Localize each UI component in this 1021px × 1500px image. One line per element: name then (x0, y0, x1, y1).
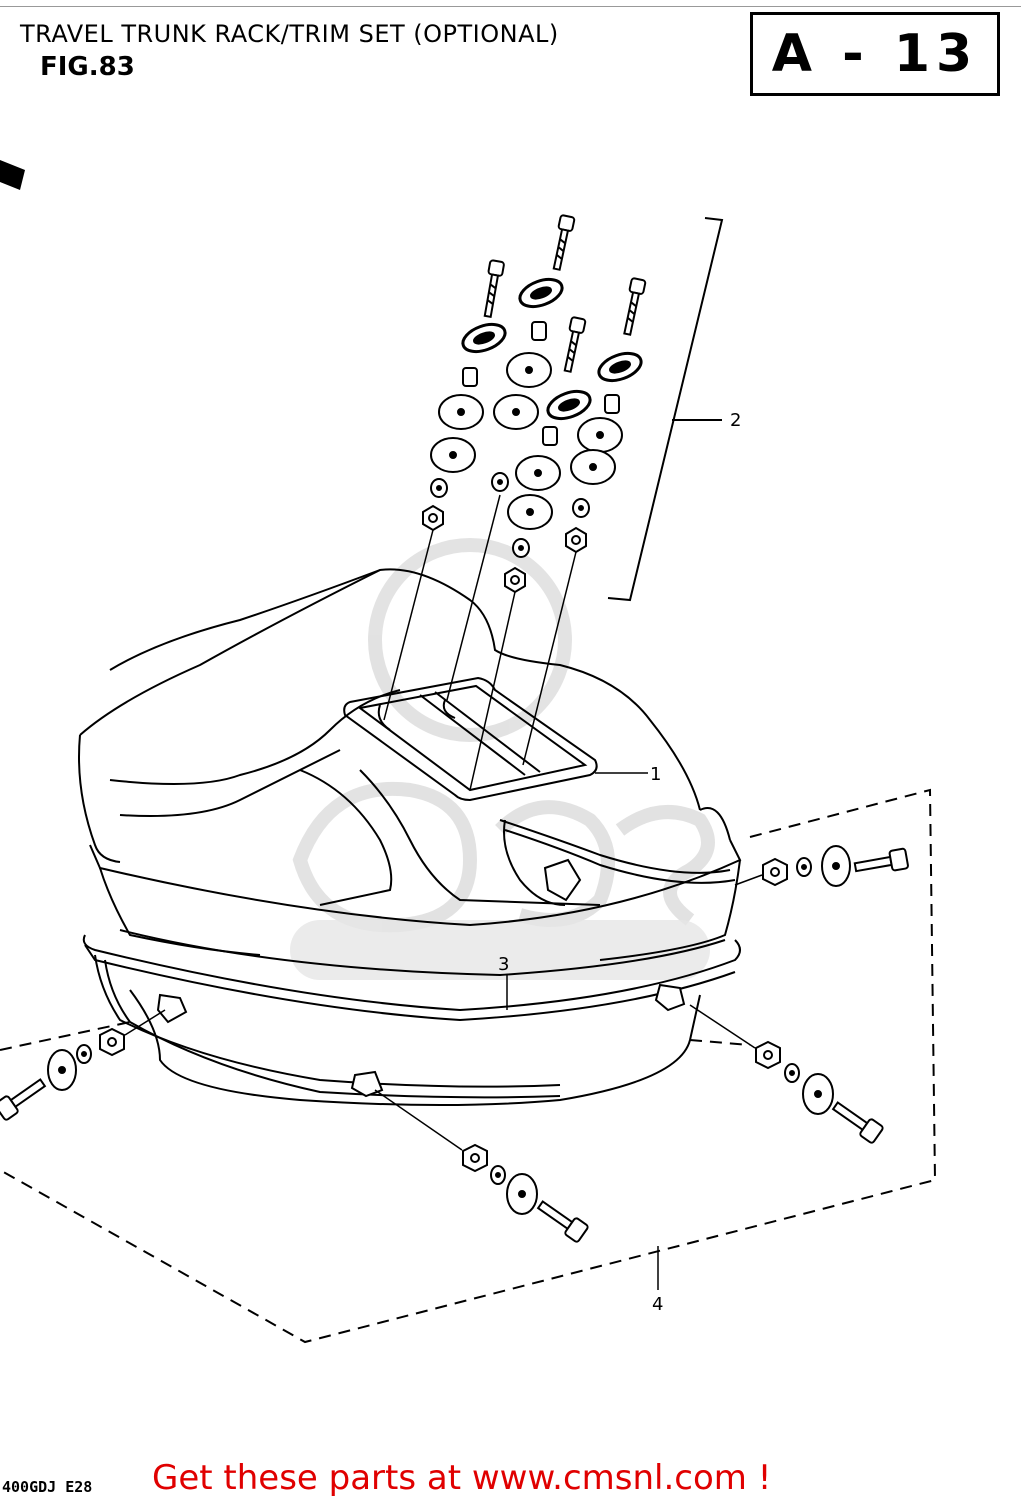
trunk-rack (343, 676, 598, 802)
bottom-fasteners (462, 1143, 589, 1243)
collars (462, 321, 620, 446)
hardware-leaders (383, 494, 577, 791)
figure-label: FIG.83 (40, 52, 135, 82)
right-fasteners (755, 845, 909, 1144)
left-fasteners (0, 1027, 125, 1121)
cmsnl-link[interactable]: Get these parts at www.cmsnl.com ! (152, 1458, 772, 1498)
right-leaders (689, 874, 763, 1049)
page-code-box: A - 13 (750, 12, 1000, 96)
callout-2: 2 (730, 410, 742, 431)
dashed-outline (0, 788, 937, 1344)
edge-mark (0, 160, 25, 190)
callout-1: 1 (650, 764, 662, 785)
travel-trunk (78, 568, 742, 1106)
washers (430, 352, 623, 530)
oblong-plates (461, 277, 643, 421)
left-leaders (124, 1009, 166, 1036)
lock-washers-and-nuts (422, 472, 590, 594)
hardware-bracket (607, 217, 724, 602)
page-title: TRAVEL TRUNK RACK/TRIM SET (OPTIONAL) (20, 20, 559, 48)
model-code: 400GDJ E28 (2, 1478, 93, 1496)
bottom-leaders (374, 1089, 463, 1151)
mount-brackets (156, 858, 686, 1098)
side-rails (82, 819, 741, 1099)
callout-3: 3 (498, 954, 510, 975)
page-code: A - 13 (771, 24, 979, 84)
watermark-logo (292, 538, 715, 933)
callout-4: 4 (652, 1294, 664, 1315)
top-rule (0, 6, 1021, 7)
top-bolts (483, 214, 647, 373)
